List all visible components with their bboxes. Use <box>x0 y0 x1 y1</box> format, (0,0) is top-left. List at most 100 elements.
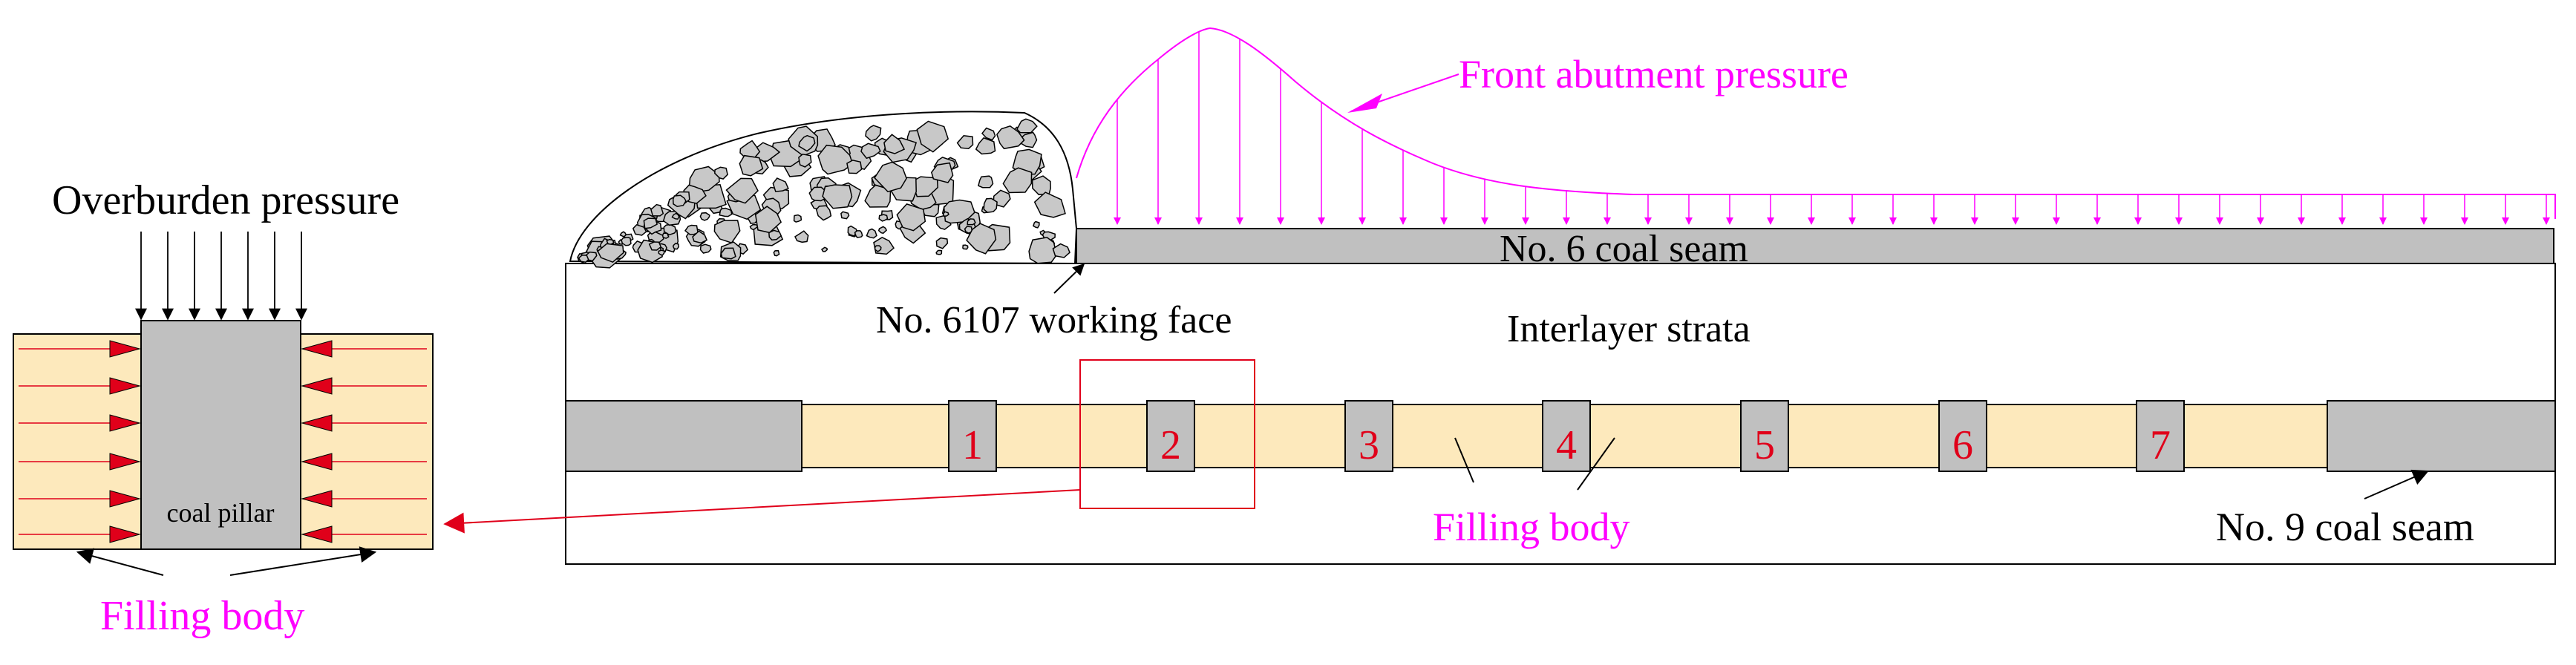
no6-coal-seam-label: No. 6 coal seam <box>1500 228 1748 270</box>
overburden-pressure-arrows <box>135 232 307 321</box>
rock <box>672 243 680 250</box>
rock <box>1002 167 1033 194</box>
rock <box>878 214 889 222</box>
lateral-arrow-left <box>109 414 141 432</box>
rock <box>930 162 954 183</box>
rock <box>820 246 828 252</box>
lateral-arrow-left <box>109 340 141 358</box>
rock <box>840 211 850 220</box>
lateral-arrow-left <box>109 453 141 471</box>
rock <box>650 203 664 217</box>
working-face-label: No. 6107 working face <box>876 299 1232 341</box>
rock <box>714 166 728 180</box>
abutment-pressure-leader-arrow <box>1347 94 1382 113</box>
rock <box>1052 243 1070 258</box>
pillar-number: 7 <box>2150 422 2171 468</box>
lateral-arrow-right <box>301 525 333 543</box>
detail-filling-leader-left <box>76 548 164 576</box>
coal-pillar <box>2136 400 2185 472</box>
rock <box>739 154 764 177</box>
pillar-number: 3 <box>1359 422 1379 468</box>
rock <box>658 249 665 256</box>
lateral-arrow-left <box>109 525 141 543</box>
coal-pillar-label: coal pillar <box>167 498 275 528</box>
rock <box>983 197 998 213</box>
rock <box>883 134 906 154</box>
rock <box>847 225 857 238</box>
pillar-number: 4 <box>1556 422 1577 468</box>
interlayer-strata-label: Interlayer strata <box>1507 308 1750 350</box>
rock <box>773 249 780 257</box>
rock <box>1033 191 1066 218</box>
front-abutment-pressure-label: Front abutment pressure <box>1459 52 1848 96</box>
rock <box>719 207 733 217</box>
no9-coal-left <box>565 400 802 472</box>
rock <box>794 230 809 243</box>
detail-filling-body-label: Filling body <box>100 593 304 639</box>
rock <box>854 230 863 238</box>
detail-leader-line <box>443 489 1081 534</box>
lateral-arrow-right <box>301 377 333 395</box>
coal-pillar <box>1146 400 1195 472</box>
detail-coal-pillar <box>140 320 301 550</box>
rock <box>975 137 996 155</box>
rock <box>935 237 949 249</box>
rock <box>663 223 677 236</box>
rock <box>866 228 877 239</box>
rock <box>846 160 863 174</box>
rock <box>1016 118 1038 134</box>
lateral-arrow-right <box>301 340 333 358</box>
lateral-pressure-lines <box>19 340 427 543</box>
goaf-rubble <box>577 118 1070 269</box>
rock <box>943 199 975 224</box>
rock <box>1032 220 1040 229</box>
no9-coal-seam-leader <box>2364 469 2430 499</box>
pillar-number: 5 <box>1754 422 1775 468</box>
coal-pillar <box>1542 400 1591 472</box>
coal-pillar <box>1938 400 1987 472</box>
rock <box>621 237 632 246</box>
rock <box>699 212 710 221</box>
no9-coal-right <box>2327 400 2556 472</box>
rock <box>981 127 996 141</box>
lateral-arrow-right <box>301 414 333 432</box>
rock <box>772 177 789 192</box>
rock <box>956 135 974 149</box>
working-face-leader <box>1053 263 1085 294</box>
rock <box>798 154 812 168</box>
rock <box>874 161 907 193</box>
filling-body-label: Filling body <box>1433 505 1630 549</box>
rock <box>874 245 882 252</box>
rock <box>865 125 882 142</box>
rock <box>754 206 782 234</box>
rock <box>822 184 853 209</box>
pillar-number: 2 <box>1160 422 1181 468</box>
rock <box>699 243 712 254</box>
overburden-pressure-label: Overburden pressure <box>52 177 399 223</box>
rock <box>860 142 881 160</box>
rock <box>916 120 949 153</box>
rock <box>720 247 736 260</box>
rock <box>597 243 624 263</box>
rock <box>942 211 949 217</box>
rock <box>935 249 943 255</box>
lateral-arrow-right <box>301 490 333 508</box>
lateral-arrow-left <box>109 490 141 508</box>
filling-body-leader-left <box>1454 437 1474 483</box>
rock <box>713 220 741 244</box>
rock <box>768 229 782 241</box>
no9-coal-seam-label: No. 9 coal seam <box>2216 505 2474 549</box>
rock <box>964 226 973 235</box>
rock <box>815 205 832 221</box>
rock <box>793 214 802 223</box>
rock <box>996 125 1025 150</box>
rock <box>896 203 926 232</box>
abutment-pressure-curve <box>1076 27 2556 219</box>
rock <box>632 223 647 236</box>
rock <box>966 223 997 255</box>
rock <box>672 194 687 207</box>
lateral-arrow-left <box>109 377 141 395</box>
coal-pillar <box>1344 400 1393 472</box>
coal-pillar <box>1740 400 1789 472</box>
